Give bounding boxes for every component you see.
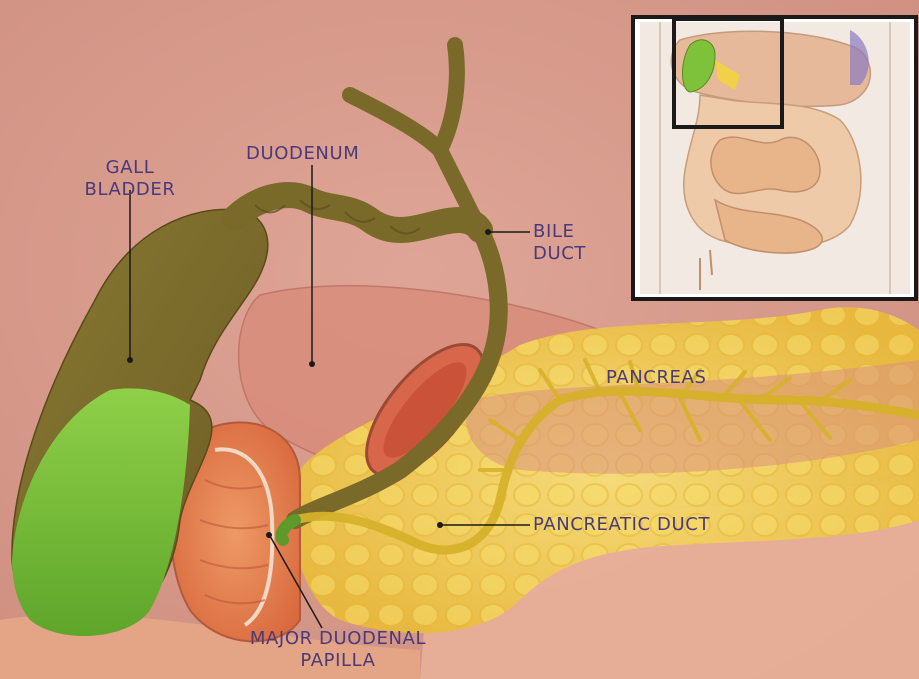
- major-duodenal-papilla-label: MAJOR DUODENAL PAPILLA: [228, 628, 448, 672]
- bile-duct-label-line2: DUCT: [533, 243, 586, 265]
- pancreatic-duct-label: PANCREATIC DUCT: [533, 514, 710, 536]
- duodenum-label: DUODENUM: [246, 143, 359, 165]
- inset-locator: [633, 17, 916, 299]
- pancreas-label: PANCREAS: [606, 367, 706, 389]
- gall-bladder-label-line2: BLADDER: [80, 179, 180, 201]
- gall-bladder-label: GALL BLADDER: [80, 157, 180, 201]
- major-duodenal-papilla-line1: MAJOR DUODENAL: [228, 628, 448, 650]
- major-duodenal-papilla-line2: PAPILLA: [228, 650, 448, 672]
- gall-bladder-label-line1: GALL: [80, 157, 180, 179]
- bile-duct-label-line1: BILE: [533, 221, 586, 243]
- bile-duct-label: BILE DUCT: [533, 221, 586, 265]
